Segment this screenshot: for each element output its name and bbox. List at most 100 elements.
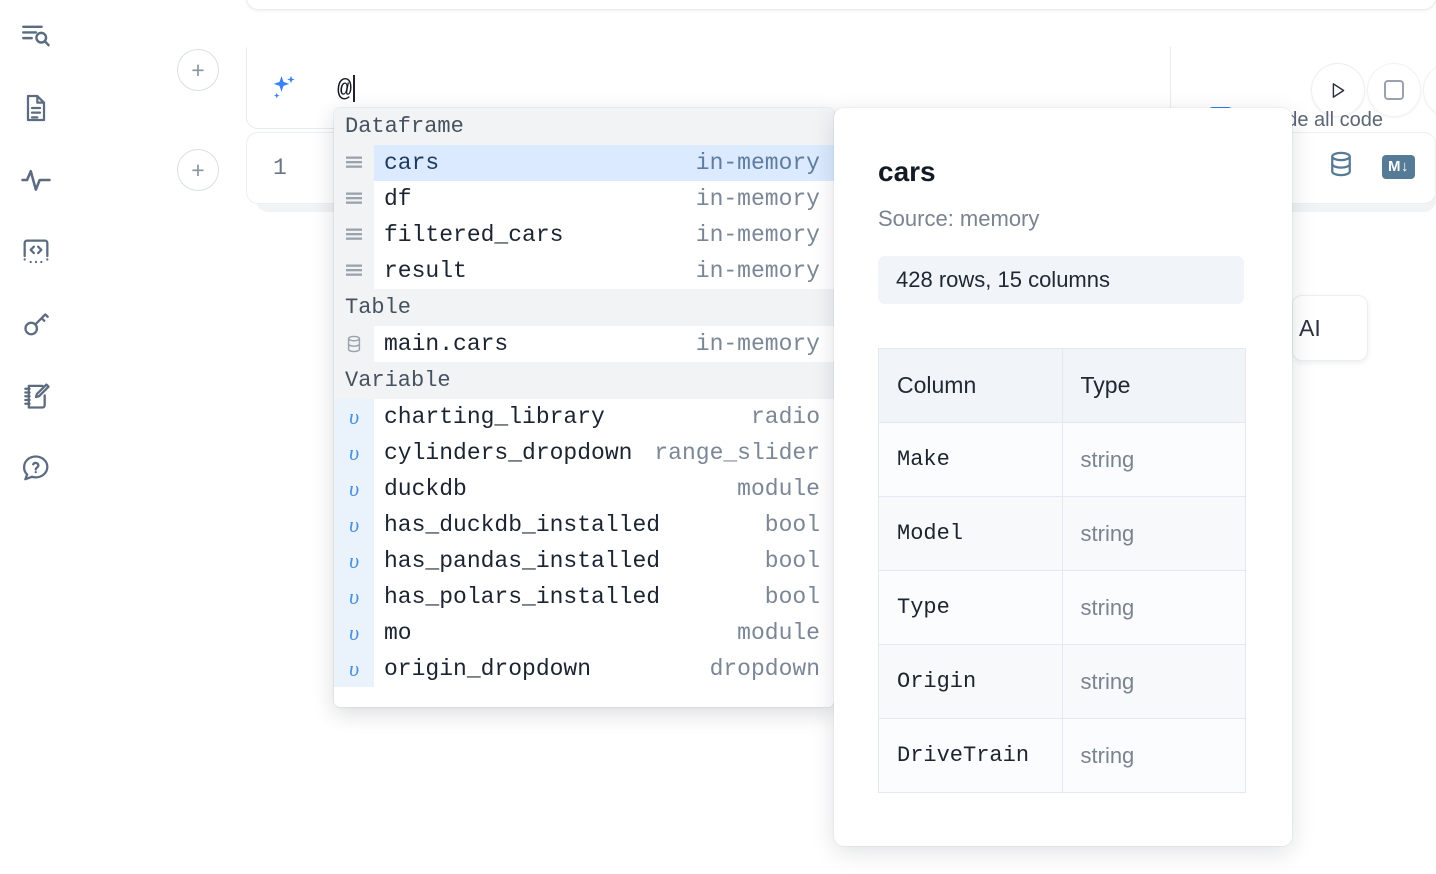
detail-title: cars [878,156,936,187]
column-type-cell: string [1061,718,1246,793]
markdown-badge[interactable]: M↓ [1382,154,1415,179]
autocomplete-group-header: Dataframe [334,108,834,145]
add-cell-above-button[interactable]: + [177,49,219,91]
plus-icon: + [191,56,205,83]
autocomplete-item-label: has_polars_installed [384,584,661,610]
autocomplete-group-header: Variable [334,362,834,399]
column-type-cell: string [1061,570,1246,645]
dataframe-icon [346,228,362,240]
variable-icon: υ [348,440,360,465]
autocomplete-item[interactable]: υ cylinders_dropdown range_slider [334,435,834,471]
autocomplete-item-label: has_pandas_installed [384,548,661,574]
variable-icon: υ [348,512,360,537]
detail-shape-badge: 428 rows, 15 columns [878,256,1244,304]
autocomplete-item-icon: υ [334,507,374,543]
variable-icon: υ [348,476,360,501]
database-icon[interactable] [1326,149,1356,184]
outline-search-icon[interactable] [14,14,58,58]
key-secrets-icon[interactable] [14,302,58,346]
ai-sparkle-icon [269,73,299,103]
code-snippet-icon[interactable] [14,230,58,274]
autocomplete-item-icon [334,217,374,253]
run-button[interactable] [1311,63,1365,117]
autocomplete-item-label: origin_dropdown [384,656,592,682]
autocomplete-item-type: in-memory [695,150,820,176]
ai-prompt-input[interactable]: @ [337,75,356,104]
column-type-cell: string [1061,422,1246,497]
activity-pulse-icon[interactable] [14,158,58,202]
variable-icon: υ [348,404,360,429]
generate-with-ai-label: AI [1299,314,1321,341]
autocomplete-item-type: in-memory [695,222,820,248]
autocomplete-item-icon: υ [334,651,374,687]
column-name-cell: Model [878,496,1063,571]
add-cell-below-button[interactable]: + [177,149,219,191]
left-icon-rail [0,0,72,874]
autocomplete-item-label: cars [384,150,440,176]
autocomplete-item-icon [334,181,374,217]
dataframe-icon [346,192,362,204]
autocomplete-item-label: result [384,258,467,284]
autocomplete-item-type: bool [764,512,820,538]
autocomplete-item-icon: υ [334,399,374,435]
autocomplete-item-label: has_duckdb_installed [384,512,661,538]
generate-with-ai-button[interactable]: AI [1292,295,1368,361]
column-name-cell: Make [878,422,1063,497]
autocomplete-item-label: df [384,186,412,212]
variable-icon: υ [348,620,360,645]
autocomplete-item-icon: υ [334,579,374,615]
autocomplete-item-label: charting_library [384,404,605,430]
autocomplete-group-header: Table [334,289,834,326]
dataframe-icon [346,156,362,168]
autocomplete-item-icon: υ [334,435,374,471]
autocomplete-item[interactable]: filtered_cars in-memory [334,217,834,253]
autocomplete-item-type: module [737,620,820,646]
column-type-cell: string [1061,496,1246,571]
stop-icon [1384,80,1404,100]
autocomplete-item-label: filtered_cars [384,222,564,248]
help-chat-icon[interactable] [14,446,58,490]
autocomplete-item[interactable]: υ has_duckdb_installed bool [334,507,834,543]
variable-icon: υ [348,548,360,573]
table-header-cell: Column [878,348,1063,423]
autocomplete-item-icon [334,145,374,181]
autocomplete-item-type: module [737,476,820,502]
autocomplete-item-type: range_slider [654,440,820,466]
autocomplete-item[interactable]: df in-memory [334,181,834,217]
line-number: 1 [273,155,287,181]
autocomplete-item-label: cylinders_dropdown [384,440,633,466]
autocomplete-item-label: duckdb [384,476,467,502]
stop-button[interactable] [1367,63,1421,117]
autocomplete-item[interactable]: υ origin_dropdown dropdown [334,651,834,687]
autocomplete-item-icon [334,253,374,289]
autocomplete-item-label: mo [384,620,412,646]
prompt-controls: Include all code [1171,47,1436,134]
file-document-icon[interactable] [14,86,58,130]
table-database-icon [347,335,361,353]
more-actions-button[interactable] [1423,63,1436,117]
autocomplete-item-type: in-memory [695,186,820,212]
scratchpad-edit-icon[interactable] [14,374,58,418]
autocomplete-item[interactable]: cars in-memory [334,145,834,181]
autocomplete-item-icon: υ [334,615,374,651]
column-name-cell: Origin [878,644,1063,719]
dataframe-icon [346,264,362,276]
ai-prompt-value: @ [337,75,353,104]
cell-action-icons: M↓ [1326,149,1415,184]
autocomplete-item-type: dropdown [709,656,820,682]
